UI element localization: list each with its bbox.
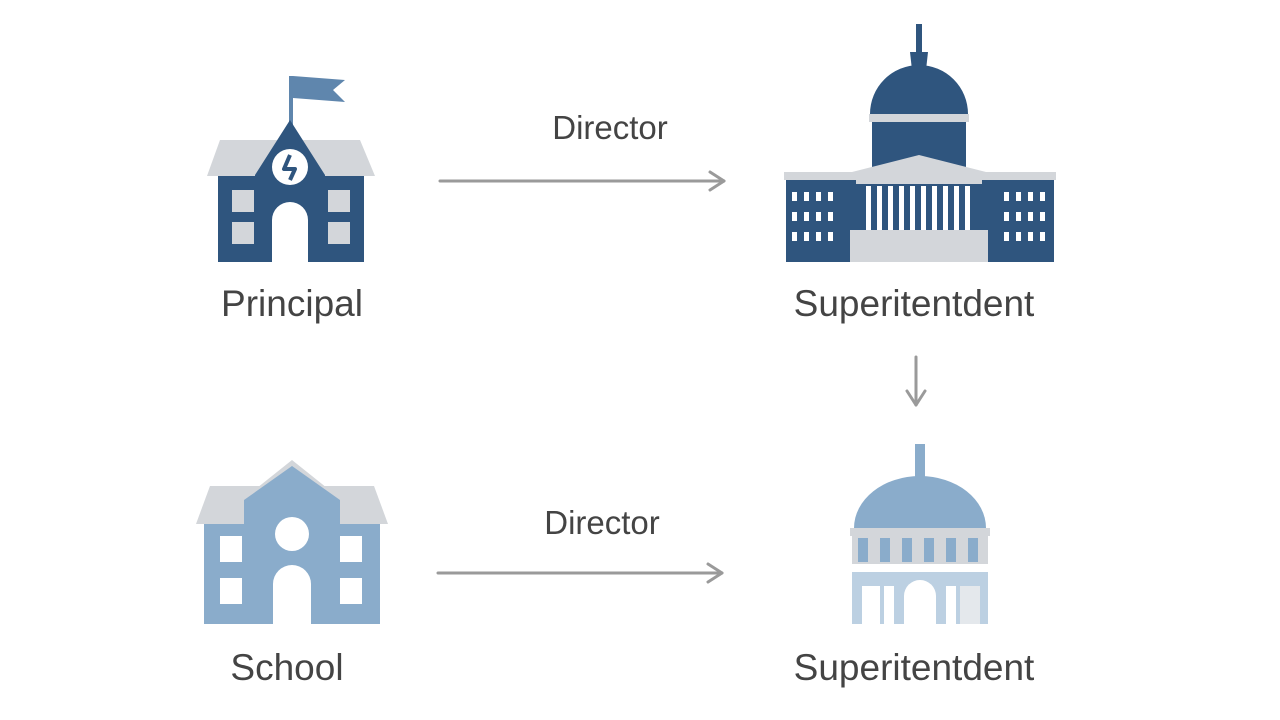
school-label: School bbox=[230, 647, 344, 688]
capitol-building-icon bbox=[784, 24, 1056, 262]
edge-label-director-bottom: Director bbox=[544, 504, 660, 541]
school-building-icon bbox=[196, 460, 388, 624]
arrow-superintendent-to-superintendent bbox=[905, 355, 927, 407]
domed-building-icon bbox=[850, 444, 990, 624]
principal-label: Principal bbox=[221, 283, 363, 324]
superintendent-top-label: Superitentdent bbox=[793, 283, 1035, 324]
superintendent-bottom-label: Superitentdent bbox=[793, 647, 1035, 688]
arrow-principal-to-superintendent bbox=[438, 170, 726, 192]
school-building-with-flag-icon bbox=[207, 76, 375, 262]
arrow-school-to-superintendent bbox=[436, 562, 724, 584]
edge-label-director-top: Director bbox=[552, 109, 668, 146]
